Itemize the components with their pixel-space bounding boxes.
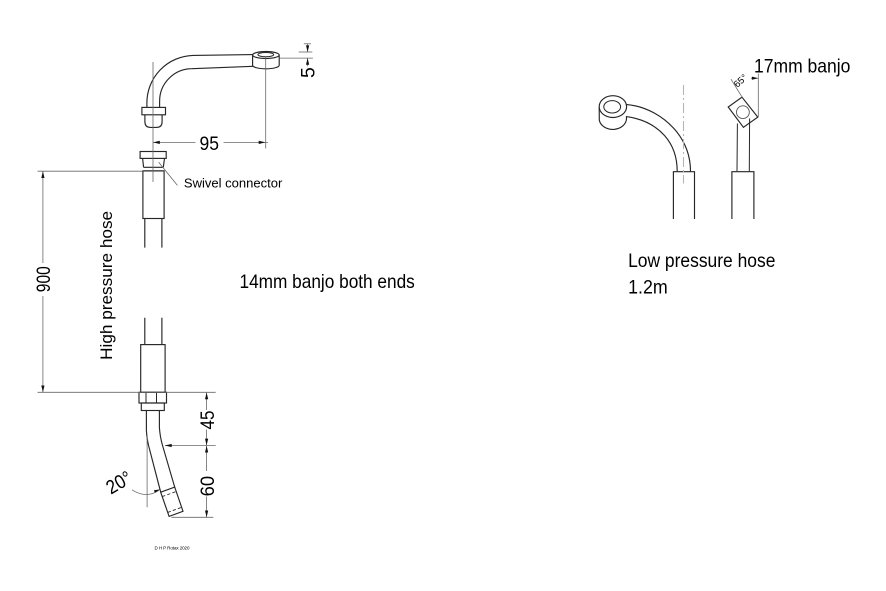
svg-text:45: 45 — [197, 410, 219, 429]
svg-text:14mm banjo both ends: 14mm banjo both ends — [240, 271, 416, 293]
svg-text:20°: 20° — [102, 467, 136, 499]
svg-text:95: 95 — [200, 133, 220, 155]
svg-text:60: 60 — [197, 476, 219, 497]
svg-text:Low pressure hose: Low pressure hose — [628, 250, 775, 272]
svg-text:Swivel connector: Swivel connector — [184, 176, 283, 191]
svg-text:65°: 65° — [732, 72, 750, 90]
svg-text:17mm banjo: 17mm banjo — [754, 55, 851, 77]
svg-text:900: 900 — [33, 266, 55, 292]
svg-text:1.2m: 1.2m — [628, 277, 668, 299]
svg-text:5: 5 — [298, 67, 320, 78]
svg-text:High pressure hose: High pressure hose — [98, 211, 116, 360]
svg-text:D H P Rotax 2020: D H P Rotax 2020 — [155, 546, 190, 551]
